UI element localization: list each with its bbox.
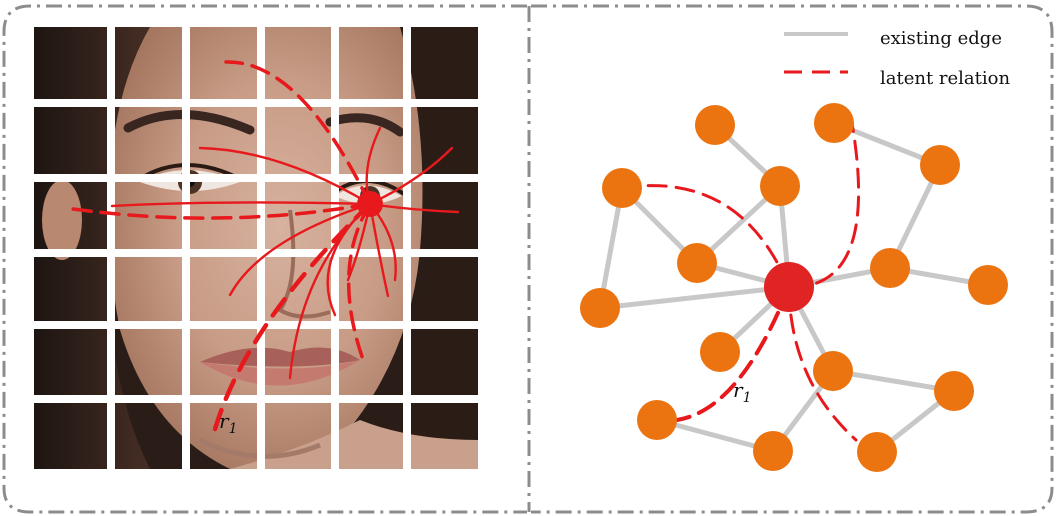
node [753,431,793,471]
node [920,145,960,185]
legend: existing edge latent relation [784,28,1010,89]
node [813,351,853,391]
node [968,265,1008,305]
patch-grid [34,27,478,469]
image-dashed-relations [64,60,373,443]
legend-latent-label: latent relation [880,68,1010,89]
legend-existing-label: existing edge [880,28,1002,49]
node [700,332,740,372]
node [857,432,897,472]
latent-relations [620,121,861,442]
image-query-node [357,191,383,217]
image-relation-label: r1 [219,409,237,437]
node [870,248,910,288]
graph-relation-label: r1 [733,378,751,406]
node [695,105,735,145]
node [934,371,974,411]
node [637,400,677,440]
graph-nodes [580,103,1008,472]
node [760,166,800,206]
left-panel-frame [2,4,527,514]
node [580,288,620,328]
node [814,103,854,143]
center-node [764,262,814,312]
node [677,243,717,283]
node [602,168,642,208]
right-panel-frame [531,4,1054,514]
